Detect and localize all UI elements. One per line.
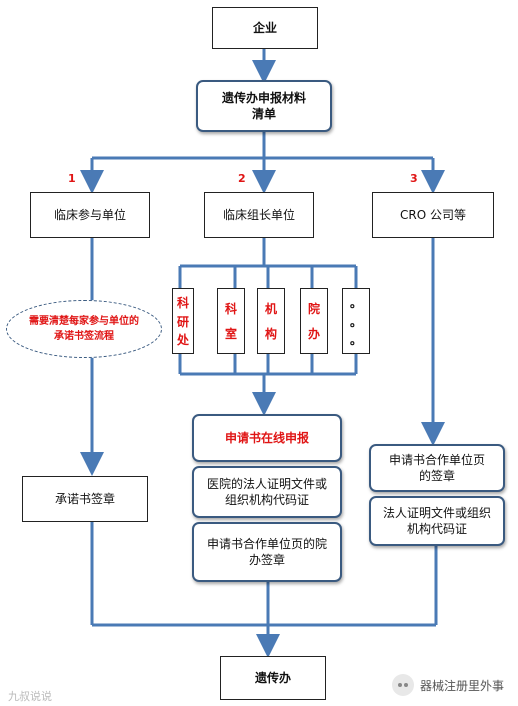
branch-number-1: 1 — [68, 172, 76, 185]
commitment-signature-box: 承诺书签章 — [22, 476, 148, 522]
dept-char: 构 — [264, 326, 277, 341]
dept-char: 院 — [307, 302, 320, 317]
participating-unit-box: 临床参与单位 — [30, 192, 150, 238]
dept-char: 室 — [224, 326, 237, 341]
dept-char: 科 — [224, 302, 237, 317]
genetics-office-box: 遗传办 — [220, 656, 326, 700]
materials-list-box: 遗传办申报材料清单 — [196, 80, 332, 132]
lead-unit-box: 临床组长单位 — [204, 192, 314, 238]
dept-char: 处 — [176, 332, 189, 347]
dept-hospital-office: 院 办 — [300, 288, 328, 354]
dept-char: 。 — [349, 314, 362, 329]
cro-company-box: CRO 公司等 — [372, 192, 494, 238]
legal-cert-box: 法人证明文件或组织机构代码证 — [369, 496, 505, 546]
dept-char: 办 — [307, 326, 320, 341]
signing-process-note: 需要清楚每家参与单位的承诺书签流程 — [6, 300, 162, 358]
brand-mark: 器械注册里外事 — [392, 674, 504, 696]
dept-department: 科 室 — [217, 288, 245, 354]
dept-char: 。 — [349, 332, 362, 347]
dept-research-office: 科 研 处 — [172, 288, 194, 354]
dept-institution: 机 构 — [257, 288, 285, 354]
dept-char: 。 — [349, 296, 362, 311]
dept-char: 机 — [264, 302, 277, 317]
watermark: 九叔说说 — [8, 690, 52, 703]
cooperation-page-seal-box: 申请书合作单位页的签章 — [369, 444, 505, 492]
dept-others: 。 。 。 — [342, 288, 370, 354]
online-application-box: 申请书在线申报 — [192, 414, 342, 462]
hospital-legal-cert-box: 医院的法人证明文件或组织机构代码证 — [192, 466, 342, 518]
brand-name: 器械注册里外事 — [420, 678, 505, 693]
dept-char: 科 — [176, 296, 189, 311]
enterprise-box: 企业 — [212, 7, 318, 49]
dept-char: 研 — [176, 314, 189, 329]
branch-number-2: 2 — [238, 172, 246, 185]
wechat-icon — [392, 674, 414, 696]
branch-number-3: 3 — [410, 172, 418, 185]
hospital-office-seal-box: 申请书合作单位页的院办签章 — [192, 522, 342, 582]
